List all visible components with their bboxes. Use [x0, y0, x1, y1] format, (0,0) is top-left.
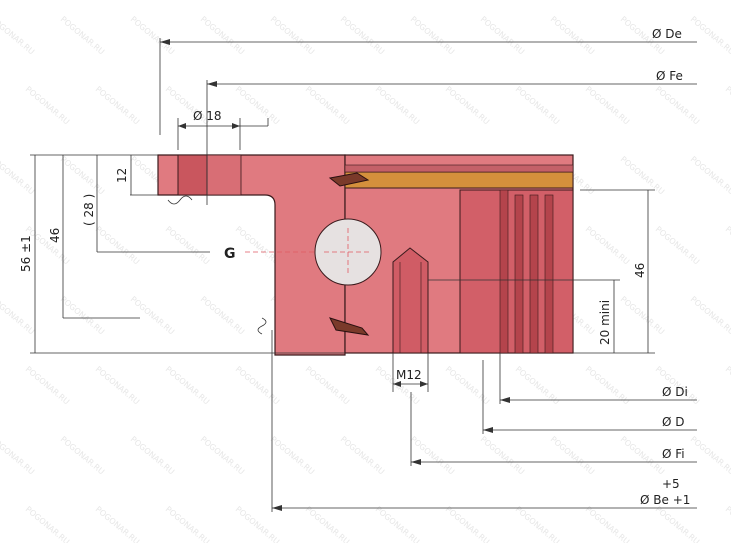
watermark-text: POGONAR.RU	[24, 85, 71, 127]
watermark-text: POGONAR.RU	[199, 435, 246, 477]
watermark-text: POGONAR.RU	[444, 85, 491, 127]
watermark-text: POGONAR.RU	[409, 435, 456, 477]
watermark-text: POGONAR.RU	[619, 435, 666, 477]
top-seal	[344, 171, 574, 189]
watermark-text: POGONAR.RU	[654, 505, 701, 543]
tapped-hole	[392, 247, 429, 354]
watermark-text: POGONAR.RU	[724, 85, 731, 127]
watermark-text: POGONAR.RU	[164, 225, 211, 267]
watermark-text: POGONAR.RU	[269, 15, 316, 57]
watermark-text: POGONAR.RU	[409, 15, 456, 57]
height-46-right-label: 46	[633, 263, 647, 278]
watermark-text: POGONAR.RU	[94, 225, 141, 267]
watermark-text: POGONAR.RU	[234, 225, 281, 267]
watermark-text: POGONAR.RU	[234, 365, 281, 407]
watermark-text: POGONAR.RU	[304, 505, 351, 543]
watermark-text: POGONAR.RU	[654, 85, 701, 127]
watermark-text: POGONAR.RU	[724, 505, 731, 543]
watermark-text: POGONAR.RU	[724, 225, 731, 267]
watermark-text: POGONAR.RU	[199, 15, 246, 57]
watermark-text: POGONAR.RU	[59, 435, 106, 477]
d-label: Ø D	[662, 415, 685, 429]
watermark-text: POGONAR.RU	[234, 505, 281, 543]
height-28-label: ( 28 )	[82, 194, 96, 226]
watermark-text: POGONAR.RU	[164, 505, 211, 543]
watermark-text: POGONAR.RU	[374, 505, 421, 543]
watermark-text: POGONAR.RU	[689, 155, 731, 197]
inner-ring	[344, 154, 574, 354]
height-46-left-label: 46	[48, 228, 62, 243]
watermark-text: POGONAR.RU	[444, 365, 491, 407]
watermark-text: POGONAR.RU	[339, 435, 386, 477]
watermark-text: POGONAR.RU	[619, 295, 666, 337]
watermark-text: POGONAR.RU	[199, 295, 246, 337]
watermark-text: POGONAR.RU	[479, 435, 526, 477]
watermark-text: POGONAR.RU	[129, 295, 176, 337]
watermark-text: POGONAR.RU	[584, 225, 631, 267]
watermark-text: POGONAR.RU	[59, 15, 106, 57]
de-label: Ø De	[652, 27, 682, 41]
watermark-text: POGONAR.RU	[164, 365, 211, 407]
watermark-text: POGONAR.RU	[59, 155, 106, 197]
watermark-text: POGONAR.RU	[374, 85, 421, 127]
watermark-text: POGONAR.RU	[689, 435, 731, 477]
watermark-text: POGONAR.RU	[0, 155, 36, 197]
watermark-text: POGONAR.RU	[269, 435, 316, 477]
watermark-text: POGONAR.RU	[129, 435, 176, 477]
watermark-text: POGONAR.RU	[479, 15, 526, 57]
dimension-lines	[30, 38, 697, 512]
watermark-text: POGONAR.RU	[689, 15, 731, 57]
watermark-text: POGONAR.RU	[689, 295, 731, 337]
watermark-text: POGONAR.RU	[24, 365, 71, 407]
upper-lip-seal	[328, 172, 370, 187]
di-label: Ø Di	[662, 385, 688, 399]
watermark-text: POGONAR.RU	[59, 295, 106, 337]
fi-label: Ø Fi	[662, 447, 685, 461]
watermark-text: POGONAR.RU	[304, 85, 351, 127]
fe-label: Ø Fe	[656, 69, 683, 83]
watermark-text: POGONAR.RU	[549, 15, 596, 57]
watermark-text: POGONAR.RU	[24, 505, 71, 543]
watermark-text: POGONAR.RU	[514, 505, 561, 543]
watermark-text: POGONAR.RU	[94, 365, 141, 407]
watermark-text: POGONAR.RU	[0, 435, 36, 477]
watermark-text: POGONAR.RU	[94, 85, 141, 127]
watermark-text: POGONAR.RU	[94, 505, 141, 543]
watermark-text: POGONAR.RU	[234, 85, 281, 127]
watermark-text: POGONAR.RU	[0, 15, 36, 57]
watermark-text: POGONAR.RU	[584, 505, 631, 543]
watermark-text: POGONAR.RU	[304, 365, 351, 407]
watermark-text: POGONAR.RU	[584, 85, 631, 127]
be-label: Ø Be +1	[640, 493, 690, 507]
height-12-label: 12	[115, 168, 129, 183]
center-of-gravity-label: G	[224, 246, 236, 262]
watermark-text: POGONAR.RU	[654, 225, 701, 267]
watermark-text: POGONAR.RU	[724, 365, 731, 407]
watermark-text: POGONAR.RU	[339, 15, 386, 57]
height-56-label: 56 ±1	[19, 235, 33, 272]
watermark-text: POGONAR.RU	[444, 505, 491, 543]
min-20-label: 20 mini	[598, 300, 612, 345]
outer-ring	[157, 154, 346, 356]
lower-lip-seal	[329, 317, 370, 336]
watermark-text: POGONAR.RU	[0, 295, 36, 337]
watermark-text: POGONAR.RU	[129, 15, 176, 57]
hole-dia-label: Ø 18	[193, 109, 222, 123]
watermark-text: POGONAR.RU	[514, 85, 561, 127]
be-tolerance-upper-label: +5	[662, 477, 680, 491]
watermark-text: POGONAR.RU	[549, 435, 596, 477]
thread-label: M12	[396, 368, 422, 382]
